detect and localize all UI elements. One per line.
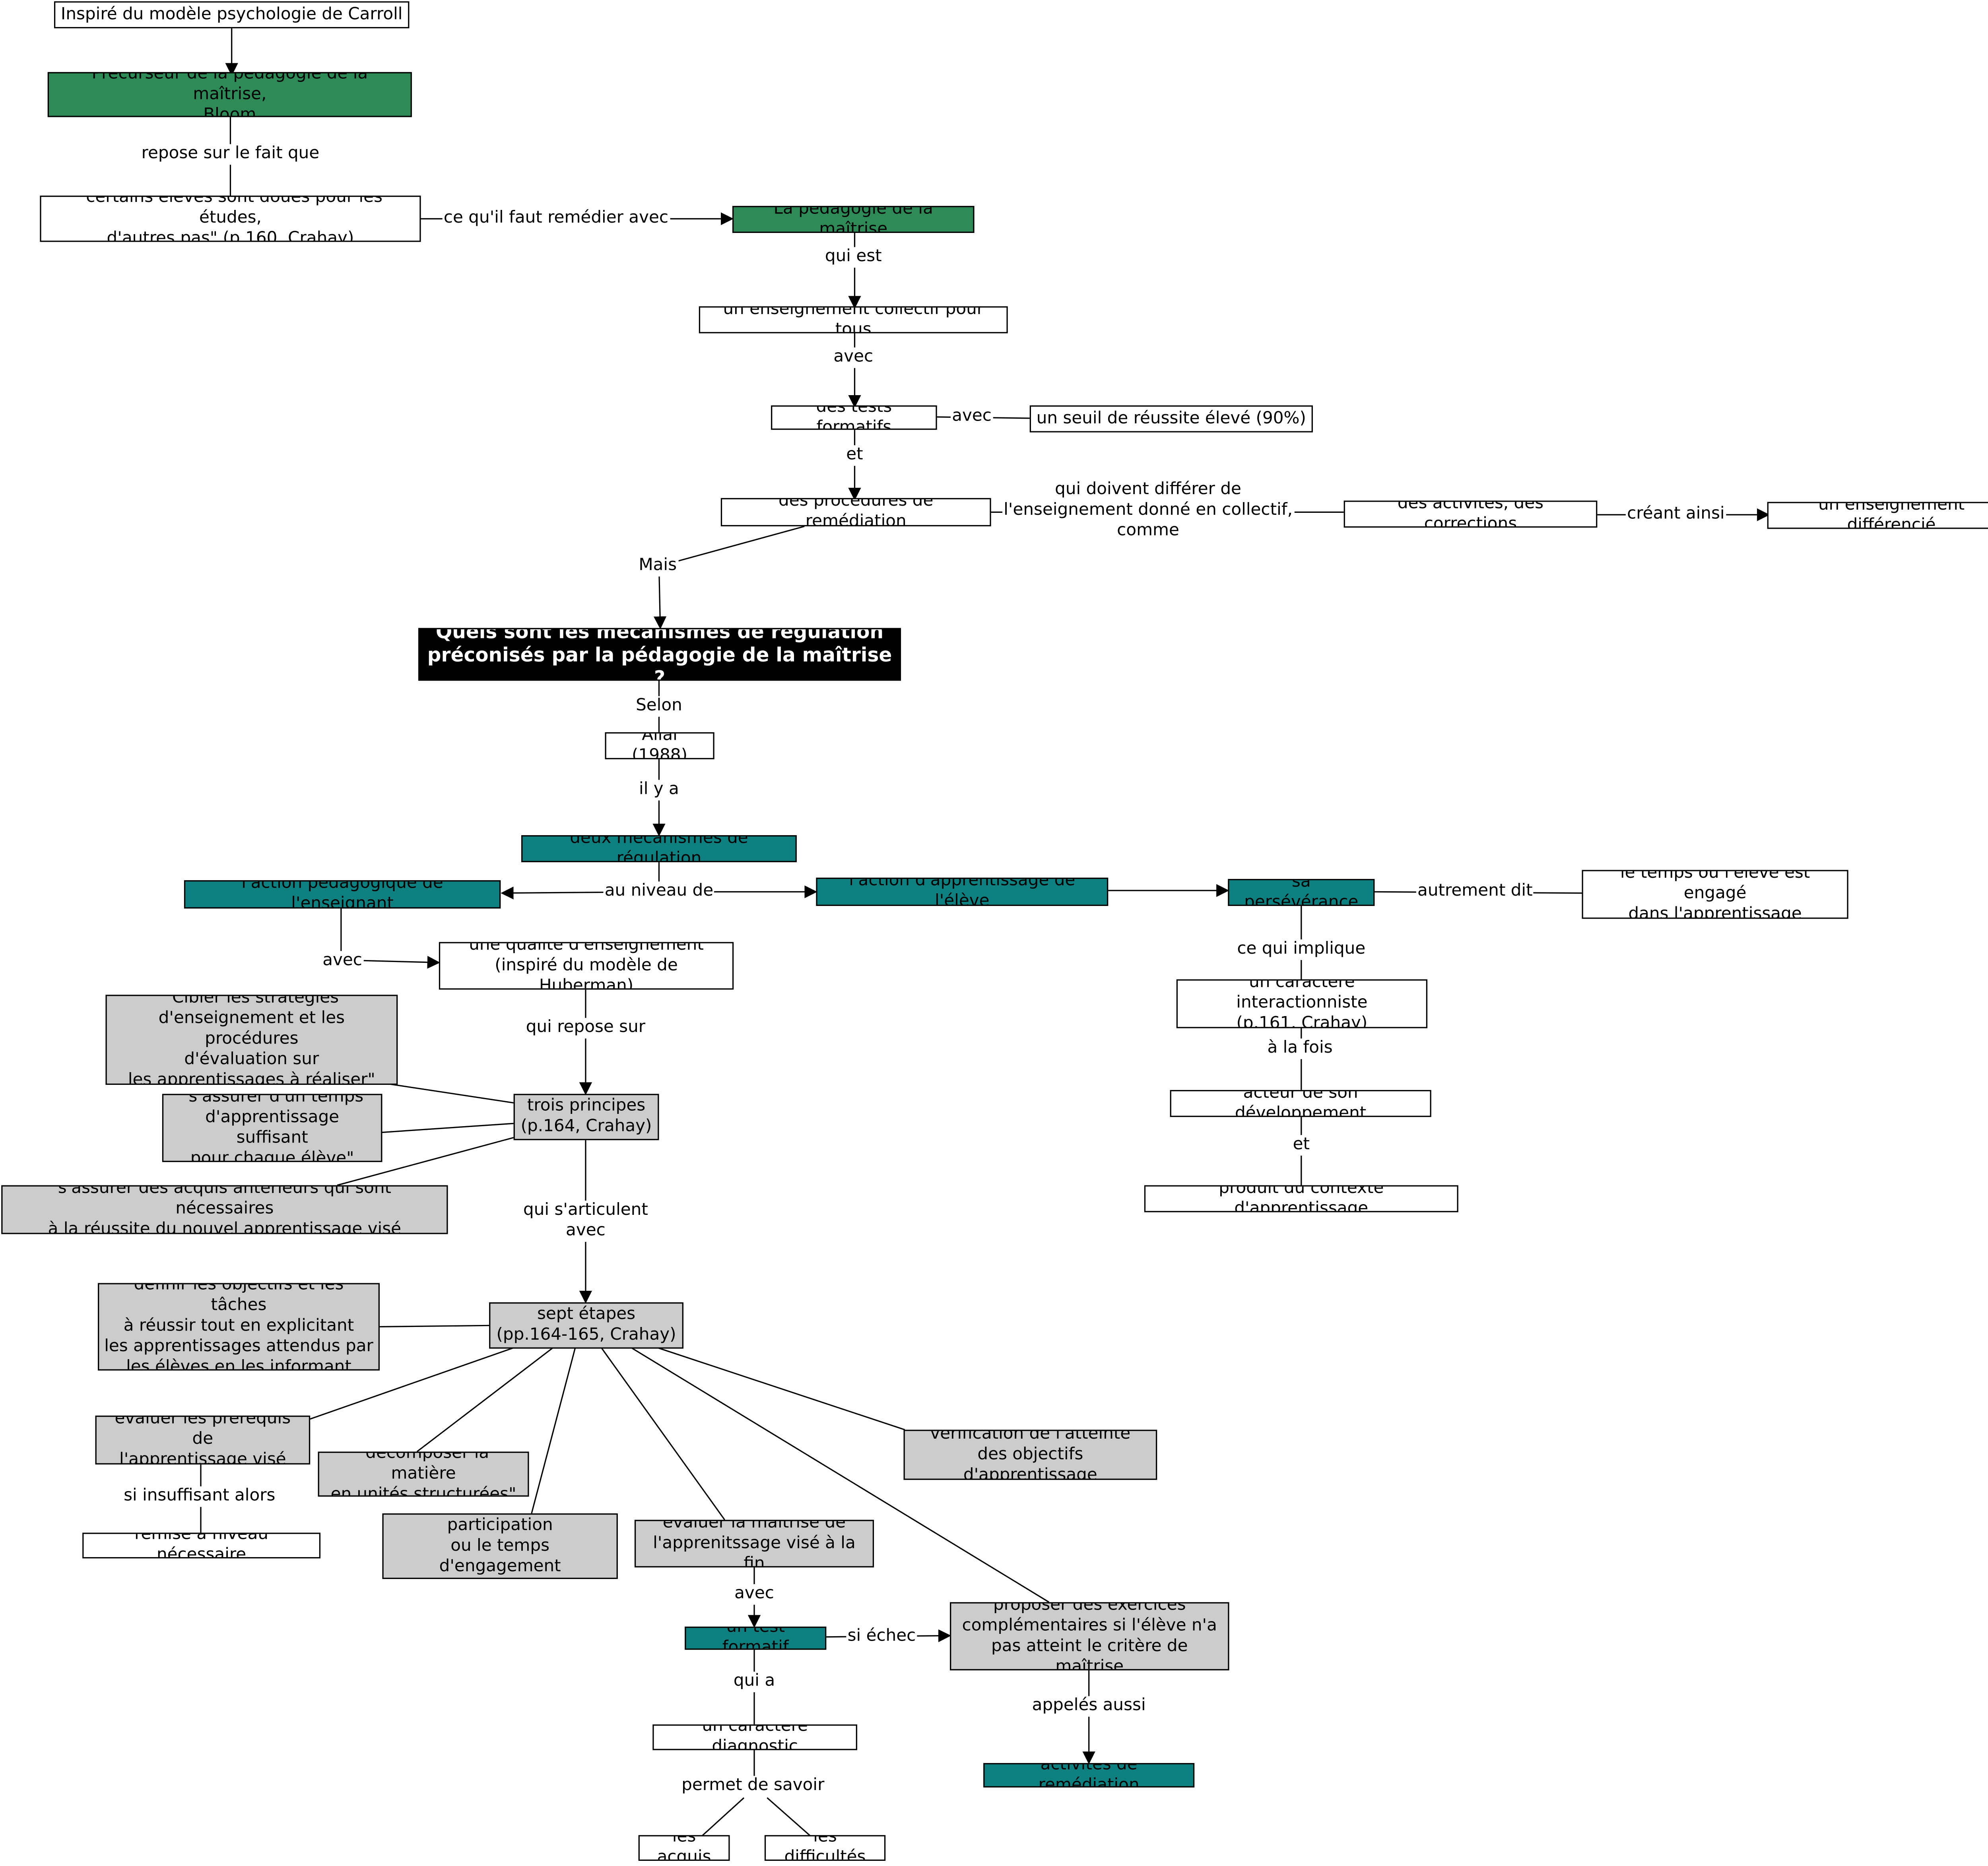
node-caractere-diagnostic: un caractère diagnostic	[652, 1724, 857, 1750]
label-doivent-differer: qui doivent différer de l'enseignement d…	[1002, 480, 1294, 542]
label-repose: repose sur le fait que	[140, 144, 321, 165]
label-selon: Selon	[634, 696, 684, 717]
label-et-2: et	[1291, 1135, 1311, 1156]
label-creant: créant ainsi	[1625, 504, 1726, 525]
node-remise-niveau: remise à niveau nécessaire	[82, 1532, 321, 1559]
node-allal: Allal (1988)	[605, 732, 714, 759]
label-implique: ce qui implique	[1236, 939, 1367, 960]
label-insuffisant: si insuffisant alors	[122, 1486, 277, 1507]
label-avec-1: avec	[832, 347, 875, 368]
label-permet: permet de savoir	[680, 1776, 826, 1797]
label-avec-3: avec	[321, 951, 364, 972]
node-decomposer-matiere: "décomposer la matière en unités structu…	[318, 1451, 529, 1497]
node-activites-remediation: activités de remédiation	[983, 1763, 1195, 1788]
node-certains-eleves: "certains élèves sont doués pour les étu…	[40, 196, 421, 242]
label-au-niveau-de: au niveau de	[603, 881, 715, 902]
label-qui-a: qui a	[732, 1672, 777, 1692]
node-sept-etapes: sept étapes (pp.164-165, Crahay)	[489, 1302, 683, 1349]
node-cibler-strategies: "Cibler les stratégies d'enseignement et…	[105, 995, 398, 1085]
node-activites-corrections: des activités, des corrections	[1343, 500, 1598, 528]
label-si-echec: si échec	[846, 1626, 917, 1647]
node-action-enseignant: l'action pédagogique de l'enseignant	[184, 880, 501, 909]
node-definir-objectifs: définir les objectifs et les tâches à ré…	[98, 1283, 380, 1371]
node-les-difficultes: les difficultés	[764, 1835, 886, 1861]
label-autrement-dit: autrement dit	[1416, 881, 1534, 902]
node-temps-engage: le temps où l'élève est engagé dans l'ap…	[1582, 870, 1848, 919]
node-trois-principes: trois principes (p.164, Crahay)	[513, 1094, 659, 1141]
node-action-eleve: l'action d'apprentissage de l'élève	[816, 877, 1109, 906]
node-acteur-developpement: acteur de son développement	[1170, 1090, 1431, 1117]
node-perseverance: sa persévérance	[1228, 879, 1375, 906]
node-caractere-interactionniste: un caractère interactionniste (p.161, Cr…	[1176, 979, 1428, 1028]
label-repose-sur: qui repose sur	[524, 1018, 647, 1039]
label-mais: Mais	[637, 556, 678, 577]
label-avec-2: avec	[950, 406, 993, 427]
node-deux-mecanismes: deux mécanismes de régulation	[521, 835, 797, 862]
label-qui-est: qui est	[823, 247, 883, 268]
node-qualite-enseignement: une qualité d'enseignement (inspiré du m…	[439, 942, 734, 990]
node-augmenter-participation: augmenter la participation ou le temps d…	[382, 1513, 618, 1579]
label-avec-4: avec	[733, 1584, 776, 1605]
node-verification-atteinte: vérification de l'atteinte des objectifs…	[903, 1430, 1157, 1480]
node-question-mecanismes: Quels sont les mécanismes de régulation …	[418, 628, 901, 681]
node-enseignement-differencie: un enseignement différencié	[1767, 502, 1988, 529]
node-assurer-temps: "s'assurer d'un temps d'apprentissage su…	[162, 1094, 382, 1162]
label-remedier: ce qu'il faut remédier avec	[442, 208, 670, 229]
node-procedures-remediation: des procédures de remédiation	[720, 498, 991, 527]
node-tests-formatifs: des tests formatifs	[771, 405, 937, 430]
label-appeles: appelés aussi	[1031, 1696, 1147, 1717]
node-les-acquis: les acquis	[638, 1835, 730, 1861]
node-prerequis: évaluer les prérequis de l'apprentissage…	[95, 1415, 311, 1464]
node-bloom: Précurseur de la pédagogie de la maîtris…	[47, 72, 412, 117]
label-et-1: et	[845, 445, 864, 466]
label-articulent: qui s'articulent avec	[522, 1201, 650, 1242]
node-enseignement-collectif: un enseignement collectif pour tous	[699, 306, 1008, 334]
node-acquis-anterieurs: s'assurer des acquis antérieurs qui sont…	[1, 1185, 448, 1234]
label-il-y-a: il y a	[637, 780, 681, 801]
node-seuil-reussite: un seuil de réussite élevé (90%)	[1029, 405, 1313, 433]
label-a-la-fois: à la fois	[1266, 1038, 1334, 1059]
node-carroll: Inspiré du modèle psychologie de Carroll	[54, 1, 410, 29]
node-pedagogie-maitrise: La pédagogie de la maîtrise	[732, 206, 975, 233]
node-proposer-exercices: proposer des exercices complémentaires s…	[950, 1602, 1229, 1670]
node-test-formatif: un test formatif	[685, 1626, 827, 1650]
node-evaluer-maitrise-fin: évaluer la maîtrise de l'apprenitssage v…	[634, 1520, 874, 1567]
node-produit-contexte: produit du contexte d'apprentissage	[1144, 1185, 1458, 1212]
